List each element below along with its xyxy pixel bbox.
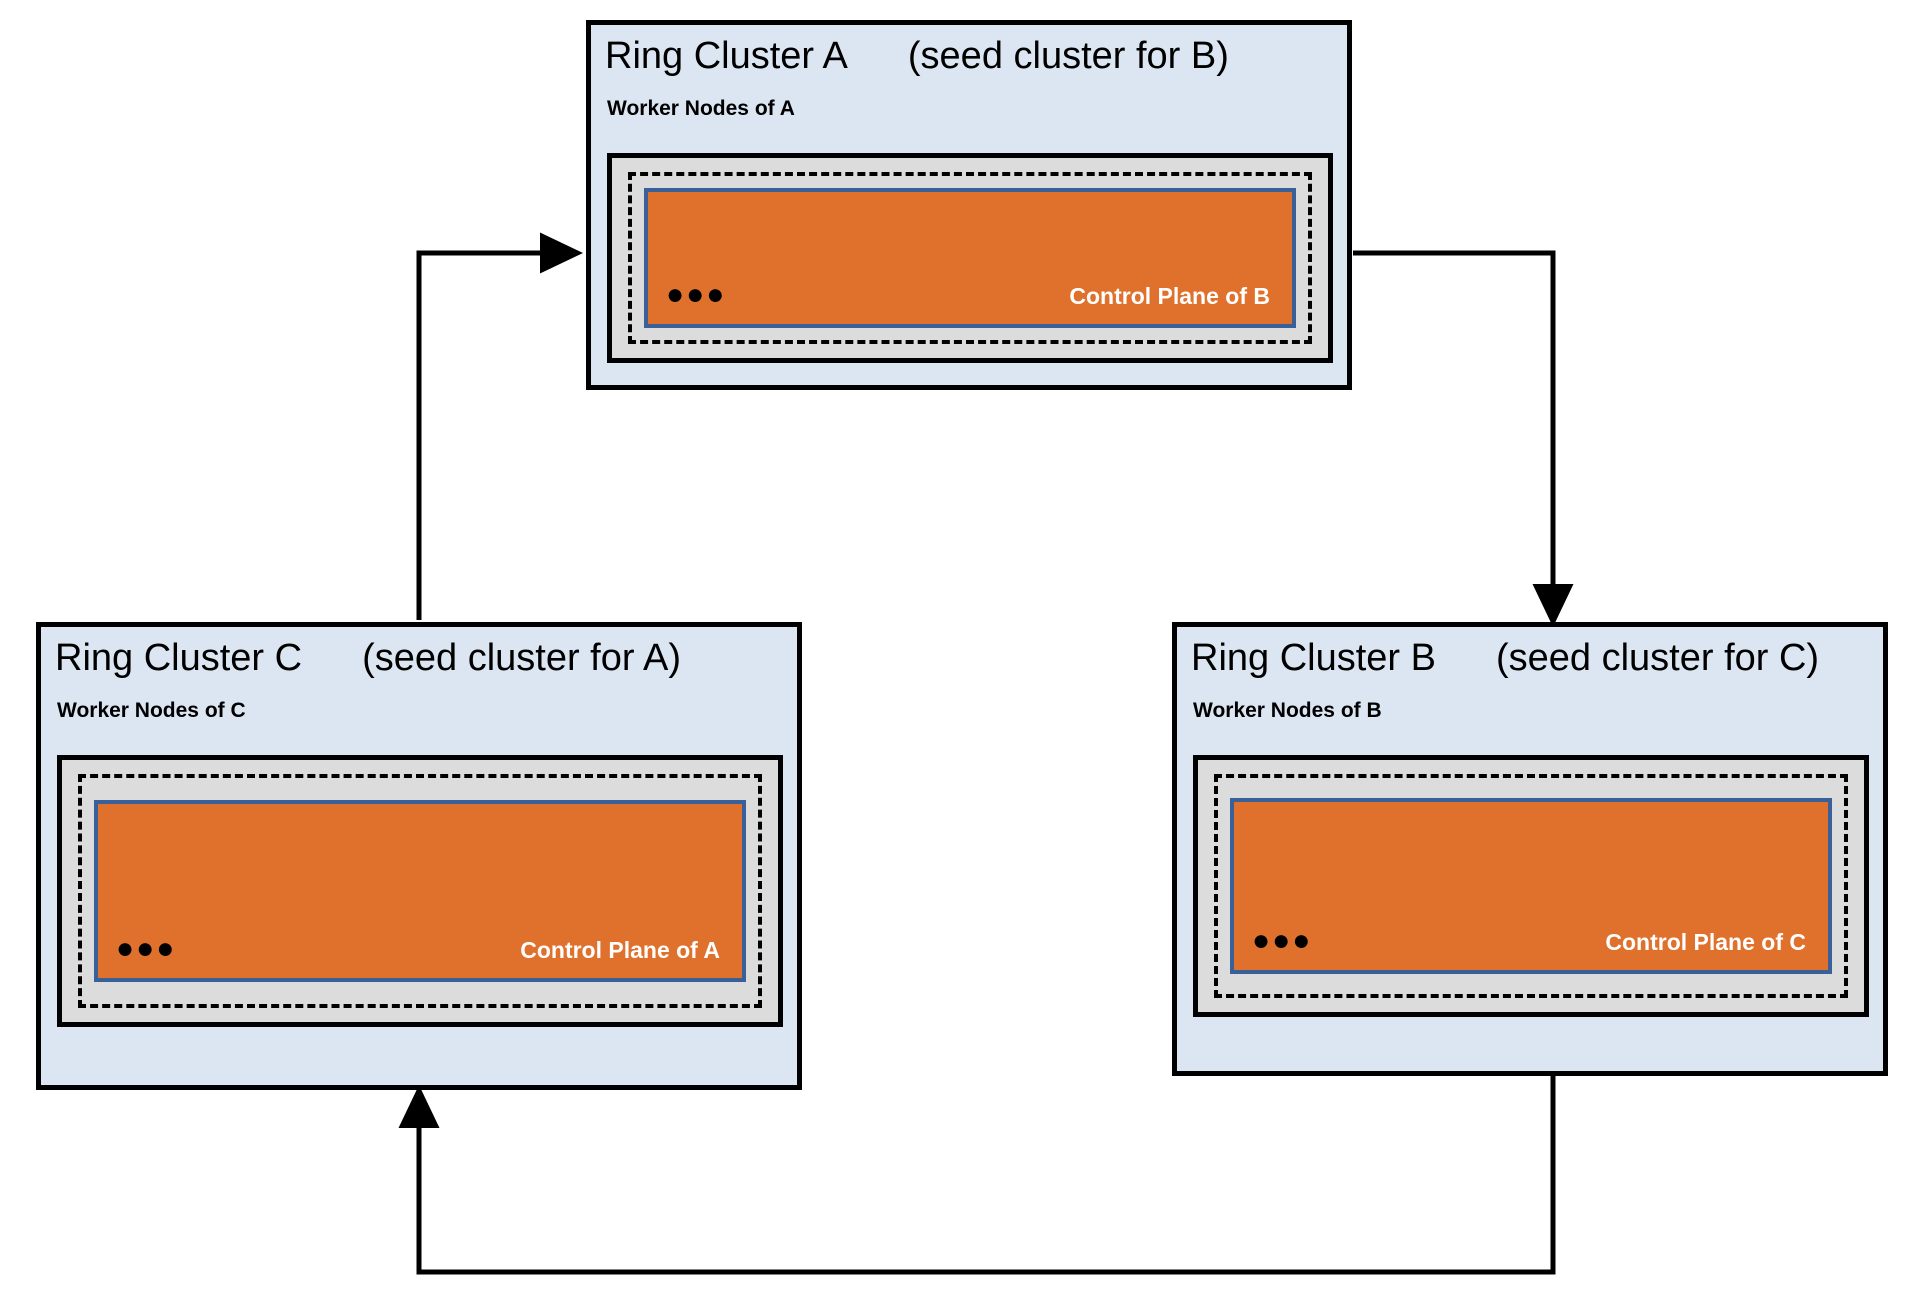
- control-plane-label-c: Control Plane of A: [520, 937, 720, 963]
- control-plane-box-c[interactable]: ●●● Control Plane of A: [94, 800, 746, 982]
- cluster-b-title-row: Ring Cluster B (seed cluster for C): [1177, 627, 1883, 681]
- arrow-a-to-b: [1353, 250, 1574, 628]
- worker-nodes-dashed-border-c: [78, 774, 762, 1008]
- ellipsis-dots-icon: ●●●: [1252, 924, 1313, 957]
- cluster-a-title-row: Ring Cluster A (seed cluster for B): [591, 25, 1347, 79]
- cluster-a-seed-note: (seed cluster for B): [907, 35, 1229, 77]
- cluster-a-worker-label: Worker Nodes of A: [607, 96, 795, 120]
- cluster-c-seed-note: (seed cluster for A): [362, 637, 681, 679]
- worker-nodes-dashed-border-a: [628, 172, 1312, 344]
- control-plane-label-a: Control Plane of B: [1069, 283, 1270, 309]
- worker-nodes-box-c[interactable]: ●●● Control Plane of A: [57, 755, 783, 1027]
- control-plane-box-a[interactable]: ●●● Control Plane of B: [644, 188, 1296, 328]
- cluster-c-name: Ring Cluster C: [55, 637, 303, 679]
- cluster-box-b[interactable]: Ring Cluster B (seed cluster for C) Work…: [1172, 622, 1888, 1076]
- cluster-a-name: Ring Cluster A: [605, 35, 848, 77]
- cluster-c-worker-label: Worker Nodes of C: [57, 698, 246, 722]
- ellipsis-dots-icon: ●●●: [666, 278, 727, 311]
- cluster-c-title-row: Ring Cluster C (seed cluster for A): [41, 627, 797, 681]
- arrow-c-to-a: [416, 232, 584, 620]
- worker-nodes-dashed-border-b: [1214, 774, 1848, 998]
- control-plane-box-b[interactable]: ●●● Control Plane of C: [1230, 798, 1832, 974]
- control-plane-label-b: Control Plane of C: [1605, 929, 1806, 955]
- worker-nodes-box-b[interactable]: ●●● Control Plane of C: [1193, 755, 1869, 1017]
- cluster-b-worker-label: Worker Nodes of B: [1193, 698, 1382, 722]
- worker-nodes-box-a[interactable]: ●●● Control Plane of B: [607, 153, 1333, 363]
- cluster-box-c[interactable]: Ring Cluster C (seed cluster for A) Work…: [36, 622, 802, 1090]
- cluster-b-seed-note: (seed cluster for C): [1495, 637, 1820, 679]
- cluster-box-a[interactable]: Ring Cluster A (seed cluster for B) Work…: [586, 20, 1352, 390]
- ellipsis-dots-icon: ●●●: [116, 932, 177, 965]
- arrow-b-to-c: [398, 1076, 1556, 1275]
- cluster-b-name: Ring Cluster B: [1191, 637, 1436, 679]
